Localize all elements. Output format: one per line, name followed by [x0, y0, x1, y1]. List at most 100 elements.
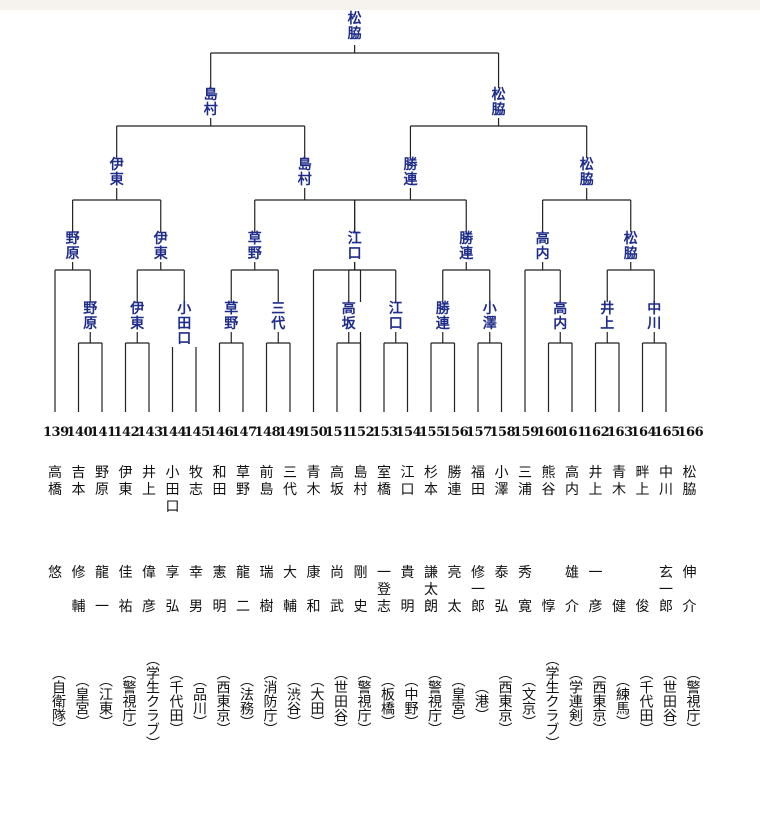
- player-surname: 勝 連: [447, 465, 462, 498]
- player-surname: 牧 志: [189, 465, 203, 498]
- seed-number: 165: [654, 425, 680, 440]
- player-given-name: 一 登 志: [377, 565, 391, 615]
- player-affiliation: （学連剣）: [567, 666, 583, 736]
- player-affiliation: （西東京）: [214, 666, 231, 736]
- player-given-name: 康 和: [306, 565, 321, 615]
- player-surname: 松 脇: [682, 465, 697, 498]
- player-surname: 前 島: [259, 465, 274, 498]
- round16-winner: 松 脇: [617, 232, 644, 262]
- player-affiliation: （文京）: [520, 673, 536, 729]
- player-given-name: 一 彦: [588, 565, 603, 615]
- player-given-name: 玄 一 郎: [659, 565, 673, 615]
- seed-number: 155: [419, 425, 445, 440]
- seed-number: 153: [372, 425, 398, 440]
- player-surname: 野 原: [95, 465, 109, 498]
- player-given-name: 惇: [541, 599, 556, 615]
- player-surname: 井 上: [142, 465, 156, 498]
- seed-number: 156: [442, 425, 469, 440]
- player-given-name: 憲 明: [212, 565, 227, 615]
- seed-number: 166: [677, 425, 704, 440]
- round32-winner: 勝 連: [429, 302, 456, 332]
- player-surname: 三 浦: [518, 465, 532, 498]
- player-surname: 青 木: [612, 465, 626, 498]
- player-given-name: 龍 一: [95, 565, 109, 615]
- player-affiliation: （法務）: [238, 673, 254, 729]
- player-given-name: 尚 武: [330, 565, 344, 615]
- player-surname: 畔 上: [635, 465, 650, 498]
- player-affiliation: （西東京）: [590, 666, 607, 736]
- quarterfinal-winner: 伊 東: [103, 158, 130, 188]
- round32-winner: 伊 東: [124, 302, 151, 332]
- player-given-name: 貴 明: [400, 565, 415, 615]
- seed-number: 161: [560, 425, 586, 440]
- player-surname: 吉 本: [71, 465, 86, 498]
- player-surname: 室 橋: [377, 465, 391, 498]
- player-affiliation: （警視庁）: [355, 666, 372, 736]
- player-given-name: 亮 太: [447, 565, 462, 615]
- player-affiliation: （世田谷）: [661, 666, 677, 736]
- player-given-name: 瑞 樹: [259, 565, 274, 615]
- seed-number: 148: [254, 425, 281, 440]
- seed-number: 141: [90, 425, 116, 440]
- player-affiliation: （品川）: [191, 673, 207, 729]
- player-surname: 福 田: [471, 465, 485, 498]
- player-affiliation: （警視庁）: [120, 666, 137, 736]
- player-given-name: 伸 介: [682, 565, 697, 615]
- player-given-name: 秀 寛: [518, 565, 532, 615]
- player-surname: 高 坂: [330, 465, 344, 498]
- player-surname: 杉 本: [424, 465, 438, 498]
- player-affiliation: （千代田）: [167, 666, 184, 736]
- player-affiliation: （江東）: [97, 673, 113, 729]
- top-band: [0, 0, 760, 10]
- player-surname: 三 代: [283, 465, 297, 498]
- player-affiliation: （皇宮）: [73, 673, 90, 729]
- round16-winner: 高 内: [529, 232, 556, 262]
- seed-number: 140: [66, 425, 93, 440]
- seed-number: 139: [43, 425, 69, 440]
- player-given-name: 剛 史: [353, 565, 368, 615]
- player-surname: 小 澤: [494, 465, 509, 498]
- round32-winner: 江 口: [382, 302, 409, 332]
- seed-number: 149: [278, 425, 304, 440]
- player-given-name: 悠: [48, 565, 62, 581]
- seed-number: 162: [583, 425, 610, 440]
- seed-number: 144: [160, 425, 187, 440]
- player-given-name: 修 輔: [71, 565, 86, 615]
- seed-number: 143: [137, 425, 163, 440]
- player-given-name: 龍 二: [236, 565, 250, 615]
- player-surname: 熊 谷: [541, 465, 556, 498]
- player-given-name: 雄 介: [565, 565, 579, 615]
- seed-number: 160: [536, 425, 563, 440]
- player-given-name: 泰 弘: [494, 565, 509, 615]
- player-given-name: 偉 彦: [142, 565, 156, 615]
- seed-number: 147: [231, 425, 257, 440]
- player-surname: 中 川: [659, 465, 673, 498]
- player-surname: 島 村: [353, 465, 368, 498]
- seed-number: 142: [113, 425, 140, 440]
- round32-winner: 小 澤: [476, 302, 503, 332]
- player-given-name: 俊: [635, 599, 650, 615]
- seed-number: 152: [348, 425, 375, 440]
- player-surname: 高 内: [565, 465, 579, 498]
- semifinal-winner: 島 村: [197, 88, 224, 118]
- player-given-name: 大 輔: [283, 565, 297, 615]
- round32-winner: 井 上: [594, 302, 621, 332]
- player-surname: 江 口: [400, 465, 415, 498]
- player-affiliation: （大田）: [308, 673, 325, 729]
- seed-number: 163: [607, 425, 633, 440]
- round32-winner: 三 代: [265, 302, 292, 332]
- round16-winner: 野 原: [59, 232, 86, 262]
- seed-number: 154: [395, 425, 422, 440]
- player-given-name: 幸 男: [189, 565, 203, 615]
- quarterfinal-winner: 島 村: [291, 158, 318, 188]
- seed-number: 158: [489, 425, 516, 440]
- player-given-name: 修 一 郎: [471, 565, 485, 615]
- player-affiliation: （皇宮）: [449, 673, 466, 729]
- round32-winner: 中 川: [641, 302, 668, 332]
- player-affiliation: （自衛隊）: [50, 666, 66, 736]
- player-affiliation: （西東京）: [496, 666, 513, 736]
- player-affiliation: （警視庁）: [684, 666, 701, 736]
- semifinal-winner: 松 脇: [485, 88, 512, 118]
- quarterfinal-winner: 勝 連: [397, 158, 424, 188]
